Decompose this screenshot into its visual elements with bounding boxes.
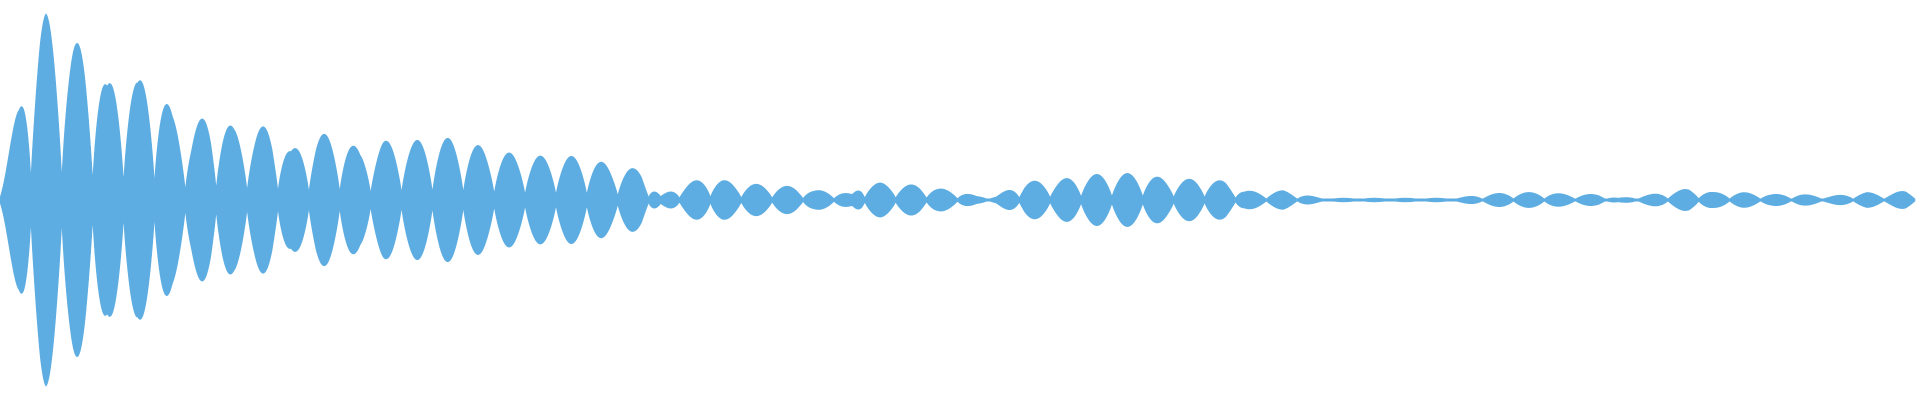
waveform-shape [0,13,1916,387]
